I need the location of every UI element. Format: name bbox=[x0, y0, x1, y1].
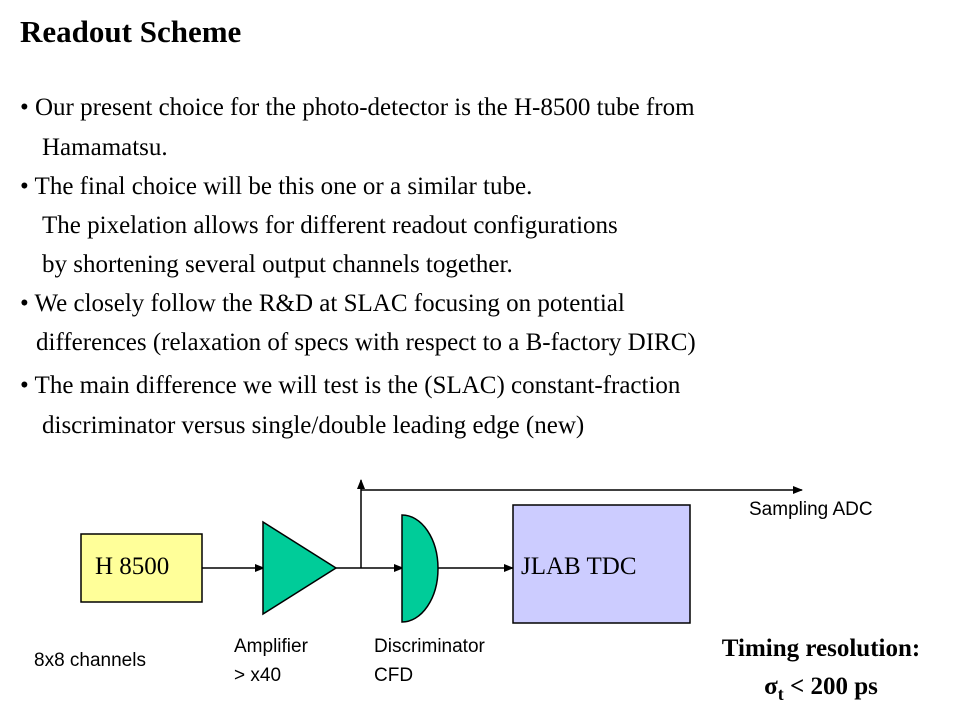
bullet-line-7: differences (relaxation of specs with re… bbox=[36, 329, 696, 356]
page-title: Readout Scheme bbox=[20, 14, 242, 49]
sampling-adc-label: Sampling ADC bbox=[749, 499, 873, 520]
amplifier-triangle bbox=[262, 520, 338, 616]
discriminator-label: Discriminator bbox=[374, 636, 485, 657]
sigma-symbol: σ bbox=[764, 673, 778, 700]
pmt-channels-label: 8x8 channels bbox=[34, 650, 146, 671]
bullet-line-9: discriminator versus single/double leadi… bbox=[42, 412, 585, 439]
bullet-line-5: by shortening several output channels to… bbox=[42, 251, 513, 278]
amplifier-label: Amplifier bbox=[234, 636, 308, 657]
discriminator-type-label: CFD bbox=[374, 665, 414, 686]
bullet-line-4: The pixelation allows for different read… bbox=[42, 212, 618, 239]
bullet-line-2: Hamamatsu. bbox=[42, 134, 168, 161]
amplifier-gain-label: > x40 bbox=[234, 665, 282, 686]
tdc-box bbox=[512, 504, 691, 624]
pmt-label: H 8500 bbox=[95, 553, 170, 580]
timing-resolution-value: σt < 200 ps bbox=[690, 673, 952, 705]
sigma-subscript: t bbox=[777, 684, 784, 704]
bullet-line-8: • The main difference we will test is th… bbox=[20, 372, 681, 399]
tdc-label: JLAB TDC bbox=[521, 553, 637, 580]
bullet-line-3: • The final choice will be this one or a… bbox=[20, 173, 533, 200]
bullet-line-1: • Our present choice for the photo-detec… bbox=[20, 94, 695, 121]
bullet-line-6: • We closely follow the R&D at SLAC focu… bbox=[20, 290, 625, 317]
timing-resolution-title: Timing resolution: bbox=[721, 635, 921, 662]
timing-value: < 200 ps bbox=[783, 673, 878, 700]
discriminator-shape bbox=[401, 514, 439, 623]
